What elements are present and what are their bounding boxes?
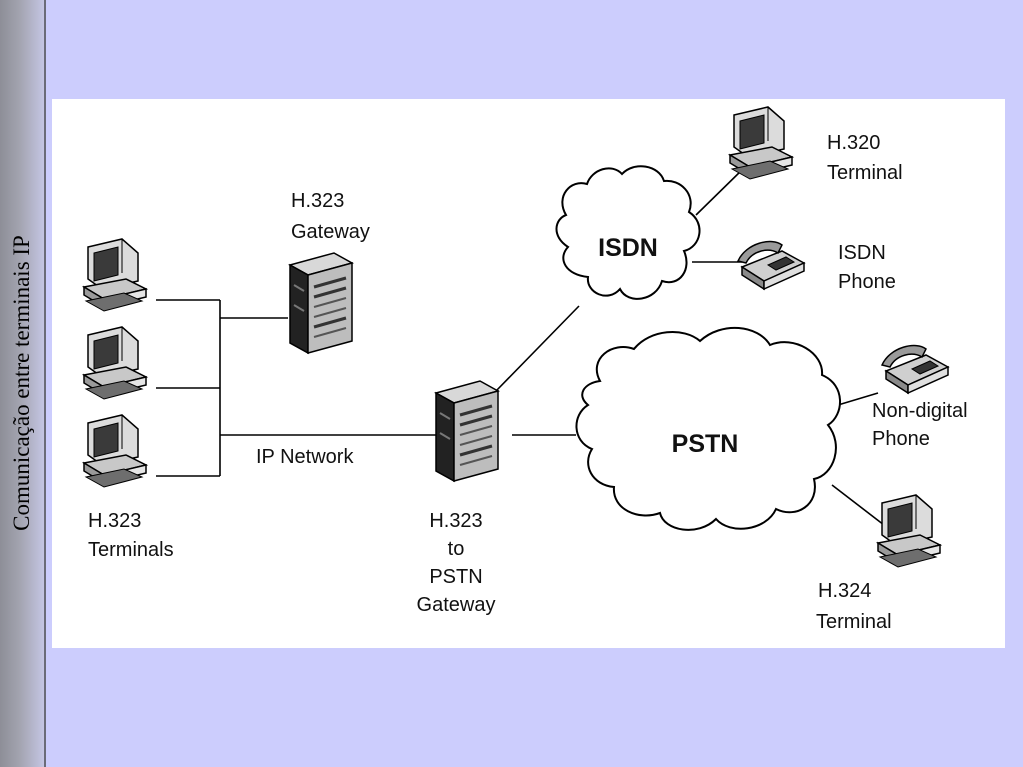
h320-terminal-label-line2: Terminal [827, 162, 903, 184]
h323-terminal-computer-icon [83, 238, 147, 312]
h323-gateway-label-line2: Gateway [291, 221, 370, 243]
h320-terminal-label-line1: H.320 [827, 132, 880, 154]
sidebar: Comunicação entre terminais IP [0, 0, 46, 767]
pstn-cloud [575, 327, 841, 531]
isdn-phone-label-line1: ISDN [838, 242, 886, 264]
pstn-gateway-label-line1: H.323 [429, 510, 482, 532]
h324-terminal-label-line1: H.324 [818, 580, 871, 602]
pstn-gateway-label-line4: Gateway [417, 594, 496, 616]
isdn-phone-label-line2: Phone [838, 271, 896, 293]
h323-terminals-label-line2: Terminals [88, 539, 174, 561]
non-digital-phone-label-line2: Phone [872, 428, 930, 450]
h323-terminal-computer-icon [83, 326, 147, 400]
h324-terminal-computer-icon [877, 494, 941, 568]
pstn-gateway-label-line2: to [448, 538, 465, 560]
pstn-gateway-label-line3: PSTN [429, 566, 482, 588]
non-digital-phone-icon [881, 344, 949, 394]
h323-terminal-computer-icon [83, 414, 147, 488]
isdn-phone-icon [737, 240, 805, 290]
connection-lines [156, 166, 885, 526]
h323-gateway-server-icon [288, 251, 354, 355]
diagram-panel: ISDN PSTN H.323 Gateway H.320 Terminal I… [52, 99, 1005, 648]
h323-terminals-label-line1: H.323 [88, 510, 141, 532]
slide-title: Comunicação entre terminais IP [9, 235, 34, 531]
ip-network-label: IP Network [256, 446, 354, 468]
h323-gateway-label-line1: H.323 [291, 190, 344, 212]
h320-terminal-computer-icon [729, 106, 793, 180]
non-digital-phone-label-line1: Non-digital [872, 400, 968, 422]
network-diagram: ISDN PSTN H.323 Gateway H.320 Terminal I… [83, 106, 968, 633]
pstn-cloud-label: PSTN [672, 430, 739, 458]
pstn-gateway-server-icon [434, 379, 500, 483]
h324-terminal-label-line2: Terminal [816, 611, 892, 633]
isdn-cloud-label: ISDN [598, 234, 658, 262]
isdn-cloud [555, 165, 701, 300]
